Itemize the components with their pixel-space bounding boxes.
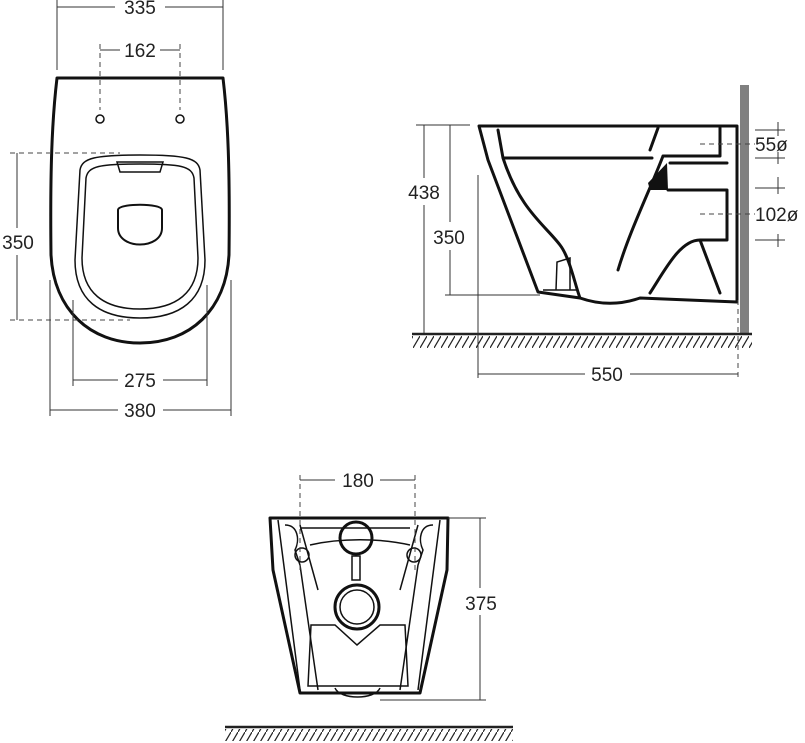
seat-rest [543, 256, 578, 291]
wall [740, 85, 749, 333]
bowl-outline-top [49, 76, 231, 345]
floor-hatch-rear [225, 729, 513, 741]
bolt-hole-left-rear [294, 547, 310, 563]
dim-width-top: 335 [124, 0, 156, 19]
rear-frame [277, 519, 441, 691]
outlet-bottom [334, 687, 381, 698]
waste-outlet-inner [339, 589, 375, 625]
dim-depth: 550 [591, 365, 623, 386]
seat-hinge [115, 161, 165, 173]
dim-height-total: 438 [408, 183, 440, 204]
dim-width-overall: 380 [124, 401, 156, 422]
dim-bolt-spacing-top: 162 [124, 41, 156, 62]
dim-seat-depth: 350 [2, 233, 34, 254]
rear-view: 180 375 [225, 471, 513, 741]
side-view: 438 350 550 55ø 102ø [408, 85, 799, 386]
bolt-hole-right [175, 114, 185, 124]
top-view: 335 162 350 275 380 [2, 0, 232, 422]
bolt-hole-right-rear [406, 547, 422, 563]
floor-hatch [412, 336, 752, 348]
water-inlet-hole [338, 520, 374, 556]
bowl-opening [117, 203, 163, 246]
dim-waste-outlet: 102ø [755, 205, 799, 226]
dim-water-inlet: 55ø [755, 135, 788, 156]
dim-seat-width: 275 [124, 371, 156, 392]
dim-height-rear: 375 [465, 594, 497, 615]
dim-bolt-spacing-rear: 180 [342, 471, 374, 492]
rear-panel [307, 624, 409, 687]
seat-inner [81, 163, 199, 310]
rear-rib [351, 555, 361, 581]
trap-fill [648, 163, 668, 190]
dim-height-seat: 350 [433, 228, 465, 249]
bolt-hole-left [95, 114, 105, 124]
bowl-outline-side [477, 124, 739, 305]
bowl-inner-side [496, 126, 729, 300]
seat-outline [74, 154, 206, 319]
waste-outlet-hole [333, 583, 381, 631]
